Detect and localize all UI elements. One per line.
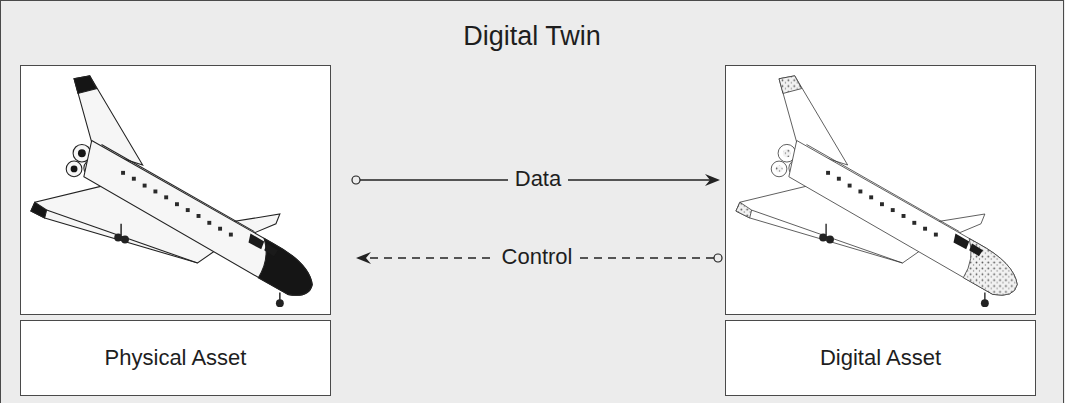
diagram-title: Digital Twin xyxy=(1,20,1063,52)
asset-panel: Physical Asset xyxy=(20,65,331,396)
edge-label: Data xyxy=(508,166,568,192)
asset-label: Physical Asset xyxy=(20,320,331,396)
image-frame xyxy=(726,66,1036,315)
shuttle-photo xyxy=(31,76,312,307)
image-frame xyxy=(21,66,331,315)
asset-label: Digital Asset xyxy=(725,320,1036,396)
asset-panel: Digital Asset xyxy=(725,65,1036,396)
shuttle-sketch xyxy=(736,76,1017,307)
edge-label: Control xyxy=(495,244,580,270)
